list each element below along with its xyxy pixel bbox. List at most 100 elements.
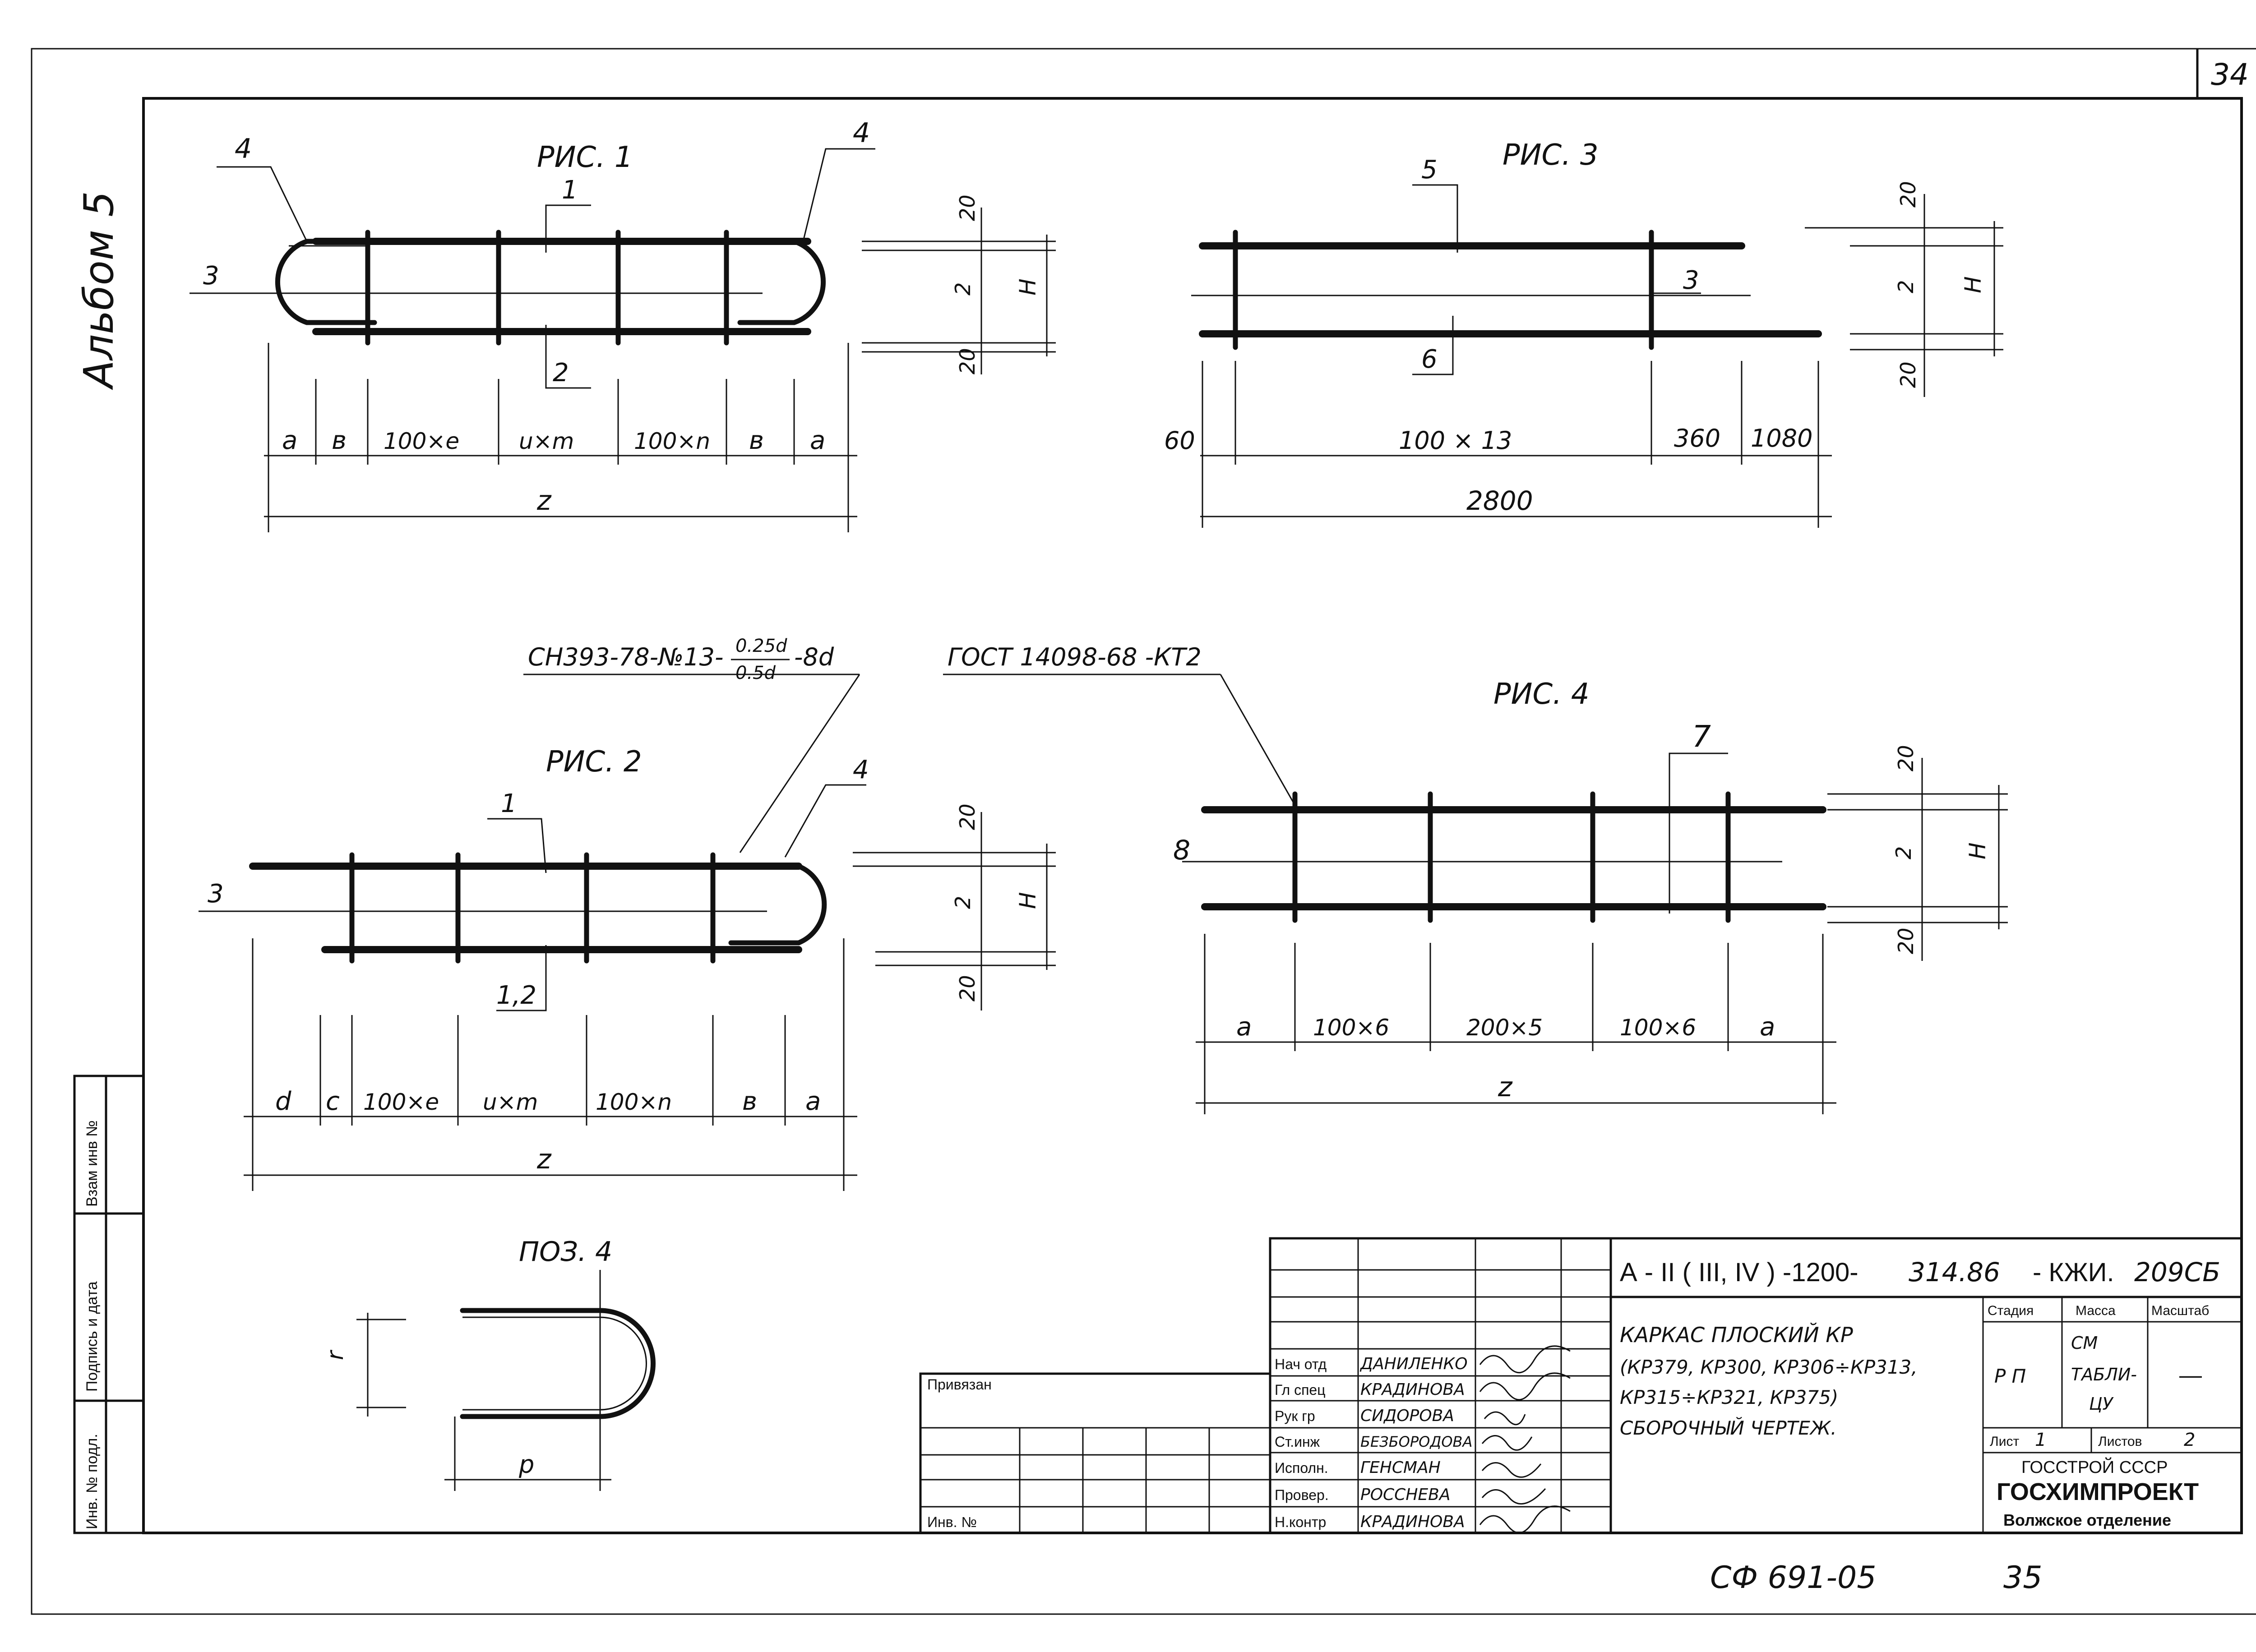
fig3-dim-60: 60 — [1164, 426, 1195, 455]
fig3-callout-3: 3 — [1683, 266, 1699, 295]
role-st-inzh: Ст.инж — [1275, 1434, 1320, 1450]
fig3-dim-right-h: H — [1960, 276, 1986, 293]
figure-3: РИС. 3 5 3 6 60 100 × 13 360 1080 2800 2… — [1164, 138, 2003, 528]
doc-description-line-2: (КР379, КР300, КР306÷КР313, — [1620, 1356, 1918, 1378]
fig4-dim-right-20-top: 20 — [1894, 745, 1918, 771]
fig4-dim-total: z — [1498, 1071, 1513, 1103]
inv-no-label: Инв. № — [927, 1514, 977, 1530]
figure-2: РИС. 2 СН393-78-№13- 0.25d 0.5d -8d 1 4 … — [199, 636, 1056, 1191]
stamp-podpis-data: Подпись и дата — [83, 1281, 101, 1392]
fig4-title: РИС. 4 — [1493, 678, 1590, 711]
fig1-callout-1: 1 — [562, 175, 578, 205]
pos4-title: ПОЗ. 4 — [519, 1236, 612, 1268]
hdr-stage: Стадия — [1988, 1303, 2034, 1318]
role-gl-spec: Гл спец — [1275, 1382, 1326, 1398]
val-mass-1: СМ — [2071, 1333, 2098, 1353]
album-label: Альбом 5 — [75, 191, 123, 390]
fig1-callout-4-left: 4 — [235, 133, 252, 165]
fig2-dim-total: z — [536, 1144, 552, 1175]
fig1-dim-right-20-top: 20 — [955, 194, 980, 221]
fig2-weld-note-den: 0.5d — [735, 663, 776, 683]
fig2-callout-3: 3 — [208, 879, 224, 909]
fig2-dim-d: d — [275, 1087, 291, 1116]
fig1-dim-a-right: a — [810, 426, 825, 455]
name-ruk-gr: СИДОРОВА — [1360, 1407, 1454, 1425]
fig2-dim-100n: 100×n — [596, 1089, 672, 1115]
fig4-dim-100x6-left: 100×6 — [1313, 1015, 1389, 1041]
sheet-number: 34 — [2211, 57, 2249, 92]
fig4-dim-right-h: H — [1965, 842, 1991, 859]
fig1-dim-right-20-bottom: 20 — [955, 348, 980, 374]
doc-code-sheet: 209СБ — [2134, 1257, 2220, 1287]
hdr-mass: Масса — [2076, 1303, 2116, 1318]
fig4-callout-7: 7 — [1692, 719, 1711, 754]
doc-description-line-1: КАРКАС ПЛОСКИЙ КР — [1620, 1323, 1853, 1347]
role-prover: Провер. — [1275, 1487, 1329, 1503]
fig3-dim-100x13: 100 × 13 — [1399, 426, 1512, 455]
fig3-dim-360: 360 — [1674, 424, 1720, 452]
figure-4: РИС. 4 ГОСТ 14098-68 -КТ2 7 8 a 100×6 20… — [943, 643, 2008, 1114]
fig3-title: РИС. 3 — [1502, 138, 1599, 172]
val-scale: — — [2179, 1362, 2202, 1388]
figure-1: РИС. 1 4 4 1 2 3 a в — [190, 117, 1056, 532]
role-nach-otd: Нач отд — [1275, 1356, 1327, 1372]
role-ispoln: Исполн. — [1275, 1460, 1328, 1476]
fig2-dim-um: u×m — [483, 1089, 538, 1115]
doc-description-line-4: СБОРОЧНЫЙ ЧЕРТЕЖ. — [1620, 1417, 1837, 1439]
fig4-dim-a-right: a — [1760, 1012, 1775, 1042]
fig2-callout-1: 1 — [501, 789, 517, 818]
fig4-callout-8: 8 — [1173, 835, 1190, 866]
hdr-scale: Масштаб — [2151, 1303, 2209, 1318]
fig4-dim-a-left: a — [1236, 1012, 1252, 1042]
pos4-dim-height: r — [322, 1349, 348, 1360]
fig1-dim-right-h: H — [1015, 278, 1041, 295]
fig3-dim-right-2: 2 — [1894, 280, 1918, 293]
title-block: Нач отд ДАНИЛЕНКО Гл спец КРАДИНОВА Рук … — [919, 1237, 2243, 1534]
name-st-inzh: БЕЗБОРОДОВА — [1360, 1433, 1472, 1450]
name-ispoln: ГЕНСМАН — [1360, 1458, 1441, 1477]
name-prover: РОССНЕВА — [1360, 1486, 1450, 1504]
fig2-weld-note-num: 0.25d — [735, 636, 787, 656]
org-line-1: ГОССТРОЙ СССР — [2021, 1457, 2168, 1477]
fig2-dim-right-20-bottom: 20 — [955, 975, 980, 1001]
org-line-2: ГОСХИМПРОЕКТ — [1997, 1478, 2199, 1505]
sheet-value: 1 — [2035, 1430, 2046, 1450]
fig1-dim-right-2: 2 — [951, 282, 975, 295]
fig2-callout-1-2: 1,2 — [496, 981, 536, 1010]
fig2-dim-c: c — [326, 1087, 340, 1116]
fig4-dim-200x5: 200×5 — [1466, 1015, 1543, 1041]
outer-frame — [31, 48, 2256, 1615]
fig1-title: РИС. 1 — [537, 141, 633, 174]
privyazan-label: Привязан — [927, 1376, 992, 1393]
fig2-dim-100e: 100×е — [363, 1089, 439, 1115]
signatures — [1479, 1345, 1571, 1534]
fig1-callout-2: 2 — [553, 358, 569, 388]
stamp-inv-podl: Инв. № подл. — [83, 1434, 101, 1529]
sheets-value: 2 — [2184, 1430, 2195, 1450]
name-n-kontr: КРАДИНОВА — [1360, 1513, 1465, 1531]
fig4-dim-right-2: 2 — [1891, 846, 1916, 859]
fig2-weld-note-tail: -8d — [794, 643, 834, 671]
fig2-title: РИС. 2 — [546, 745, 642, 779]
bottom-page: 35 — [2003, 1560, 2043, 1596]
fig2-dim-right-20-top: 20 — [955, 803, 980, 830]
fig2-dim-right-2: 2 — [951, 896, 975, 909]
fig1-callout-4-right: 4 — [853, 117, 870, 149]
fig1-dim-b-left: в — [332, 426, 347, 455]
fig1-dim-a-left: a — [282, 426, 297, 455]
fig3-dim-right-20-top: 20 — [1896, 181, 1920, 208]
val-stage: Р П — [1994, 1365, 2026, 1387]
side-stamp: Взам инв № Подпись и дата Инв. № подл. — [73, 1075, 145, 1534]
org-line-3: Волжское отделение — [2003, 1511, 2171, 1529]
fig1-dim-um: u×m — [519, 428, 574, 454]
fig3-dim-right-20-bottom: 20 — [1896, 361, 1920, 388]
inner-frame — [142, 97, 2243, 1534]
name-gl-spec: КРАДИНОВА — [1360, 1380, 1465, 1399]
position-4-detail: ПОЗ. 4 r p — [322, 1236, 656, 1491]
fig2-weld-note-main: СН393-78-№13- — [528, 643, 723, 671]
role-n-kontr: Н.контр — [1275, 1514, 1326, 1530]
fig4-dim-100x6-right: 100×6 — [1620, 1015, 1696, 1041]
bottom-code: СФ 691-05 — [1710, 1560, 1877, 1596]
fig1-callout-3: 3 — [203, 261, 219, 291]
